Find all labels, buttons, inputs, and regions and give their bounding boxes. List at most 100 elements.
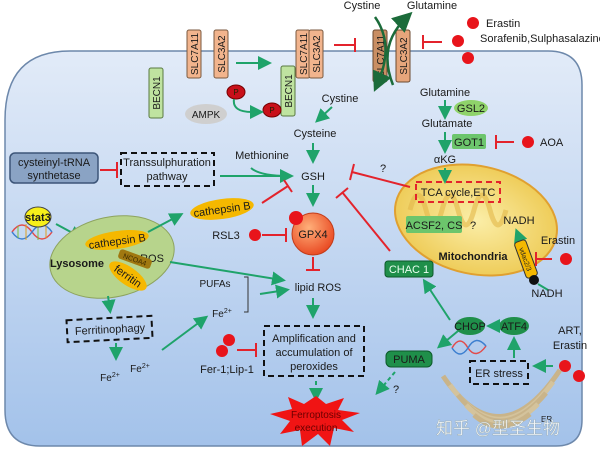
label-akg: αKG xyxy=(434,154,456,166)
phospho-group-1: P xyxy=(226,84,246,100)
question-puma: ? xyxy=(393,384,399,396)
inhibit-bar xyxy=(283,179,293,193)
arrow-ros-lipidros xyxy=(169,261,286,286)
er-stress-box: ER stress xyxy=(469,360,529,385)
label-erastin-er: Erastin xyxy=(553,340,587,352)
line-nadh-vdac xyxy=(537,283,549,291)
acsf2-cs: ACSF2, CS xyxy=(406,216,462,233)
label-fe2-pufa: Fe2+ xyxy=(212,308,232,320)
cathepsin-b-released: cathepsin B xyxy=(190,198,254,220)
chop: CHOP xyxy=(454,317,486,335)
arrow-puma-ferroptosis xyxy=(375,371,396,396)
label-rsl3: RSL3 xyxy=(212,230,240,242)
svg-text:CHOP: CHOP xyxy=(454,321,486,333)
drug-dot-lip1 xyxy=(216,345,228,357)
label-sorafenib: Sorafenib,Sulphasalazine xyxy=(480,33,600,45)
svg-text:GPX4: GPX4 xyxy=(298,229,327,241)
bracket xyxy=(244,276,249,313)
label-fer1-lip1: Fer-1;Lip-1 xyxy=(200,364,254,376)
slc3a2-complexed: SLC3A2 xyxy=(308,29,324,79)
arrow-glutamine-export xyxy=(386,11,413,86)
slc7a11-complexed: SLC7A11 xyxy=(295,29,311,79)
svg-text:ER stress: ER stress xyxy=(475,368,523,380)
watermark: 知乎 @型圣生物 xyxy=(436,419,560,438)
svg-text:SLC7A11: SLC7A11 xyxy=(299,33,310,76)
svg-text:Lysosome: Lysosome xyxy=(50,258,104,270)
svg-text:SLC7A11: SLC7A11 xyxy=(376,35,387,78)
becn1-bound: BECN1 xyxy=(280,65,296,117)
svg-text:BECN1: BECN1 xyxy=(284,74,295,108)
svg-text:execution: execution xyxy=(295,423,338,434)
drug-dot-fer1 xyxy=(223,334,235,346)
inhibit-bar xyxy=(335,187,349,199)
gpx4: GPX4 xyxy=(289,211,335,256)
dna-helix-icon-er xyxy=(451,339,487,355)
label-methionine: Methionine xyxy=(235,150,289,162)
drug-dot-rsl3 xyxy=(249,229,261,241)
lysosome: cathepsin B Lysosome ROS NCOA4 ferritin xyxy=(49,215,175,299)
drug-dot-sulphasalazine xyxy=(462,52,474,64)
ferroptosis-execution-burst: Ferroptosis execution xyxy=(270,396,360,446)
label-extracellular-glutamine: Glutamine xyxy=(407,0,457,12)
arrow-ampk-phospho xyxy=(232,98,264,119)
label-pufas: PUFAs xyxy=(199,279,230,290)
atf4: ATF4 xyxy=(499,317,529,335)
svg-text:peroxides: peroxides xyxy=(290,361,338,373)
arrow-chop-chac1 xyxy=(422,278,451,321)
puma: PUMA xyxy=(385,350,433,368)
svg-text:synthetase: synthetase xyxy=(27,170,80,182)
arrow-fe-pufa xyxy=(161,315,209,351)
label-glutamine: Glutamine xyxy=(420,87,470,99)
svg-text:GOT1: GOT1 xyxy=(454,137,484,149)
label-nadh-outer: NADH xyxy=(531,288,562,300)
svg-text:pathway: pathway xyxy=(147,171,188,183)
svg-text:stat3: stat3 xyxy=(25,212,51,224)
svg-text:PUMA: PUMA xyxy=(393,354,425,366)
svg-text:accumulation of: accumulation of xyxy=(275,347,353,359)
drug-dot-art xyxy=(559,360,571,372)
svg-text:SLC3A2: SLC3A2 xyxy=(312,35,323,73)
gsl2-enzyme: GSL2 xyxy=(454,100,488,116)
label-fe2-a: Fe2+ xyxy=(100,372,120,384)
inhibit-bar xyxy=(349,163,355,181)
svg-text:GSL2: GSL2 xyxy=(457,103,485,115)
svg-text:P: P xyxy=(233,88,238,97)
inhibit-chac1-gsh xyxy=(341,191,391,252)
drug-dot-erastin xyxy=(467,17,479,29)
label-cystine: Cystine xyxy=(322,93,359,105)
slc3a2-active: SLC3A2 xyxy=(395,29,411,83)
inhibit-cathepsin-gsh xyxy=(261,185,289,204)
label-lipid-ros: lipid ROS xyxy=(295,282,341,294)
svg-text:TCA cycle,ETC: TCA cycle,ETC xyxy=(421,187,496,199)
arrow-lysosome-ferritinophagy xyxy=(101,295,116,314)
amplification-box: Amplification and accumulation of peroxi… xyxy=(263,325,365,377)
label-erastin-top: Erastin xyxy=(486,18,520,30)
drug-dot-aoa xyxy=(522,136,534,148)
svg-text:ER: ER xyxy=(541,415,552,424)
question-acsf2: ? xyxy=(470,220,476,232)
label-extracellular-cystine: Cystine xyxy=(344,0,381,12)
phospho-group-2: P xyxy=(262,102,282,118)
transsulphuration-box: Transsulphuration pathway xyxy=(120,152,215,187)
chac1: CHAC 1 xyxy=(384,260,434,278)
drug-dot-erastin-er xyxy=(573,370,585,382)
svg-text:Ferritinophagy: Ferritinophagy xyxy=(75,322,146,338)
arrow-cystine-cysteine xyxy=(315,106,333,123)
svg-text:SLC3A2: SLC3A2 xyxy=(217,35,228,73)
svg-text:cysteinyl-tRNA: cysteinyl-tRNA xyxy=(18,157,91,169)
svg-text:Transsulphuration: Transsulphuration xyxy=(123,157,211,169)
got1-enzyme: GOT1 xyxy=(452,134,486,149)
label-gsh: GSH xyxy=(301,171,325,183)
inhibit-tca-gsh xyxy=(351,171,411,188)
endoplasmic-reticulum: ER xyxy=(440,368,563,429)
ampk: AMPK xyxy=(185,104,227,124)
svg-text:BECN1: BECN1 xyxy=(152,76,163,110)
arrow-cystine-import xyxy=(373,16,392,92)
tca-box: TCA cycle,ETC xyxy=(415,181,501,203)
svg-text:AMPK: AMPK xyxy=(192,110,221,121)
slc3a2-inactive: SLC3A2 xyxy=(213,29,229,79)
svg-text:Amplification and: Amplification and xyxy=(272,333,356,345)
becn1-free: BECN1 xyxy=(148,67,164,119)
svg-text:Mitochondria: Mitochondria xyxy=(438,251,508,263)
